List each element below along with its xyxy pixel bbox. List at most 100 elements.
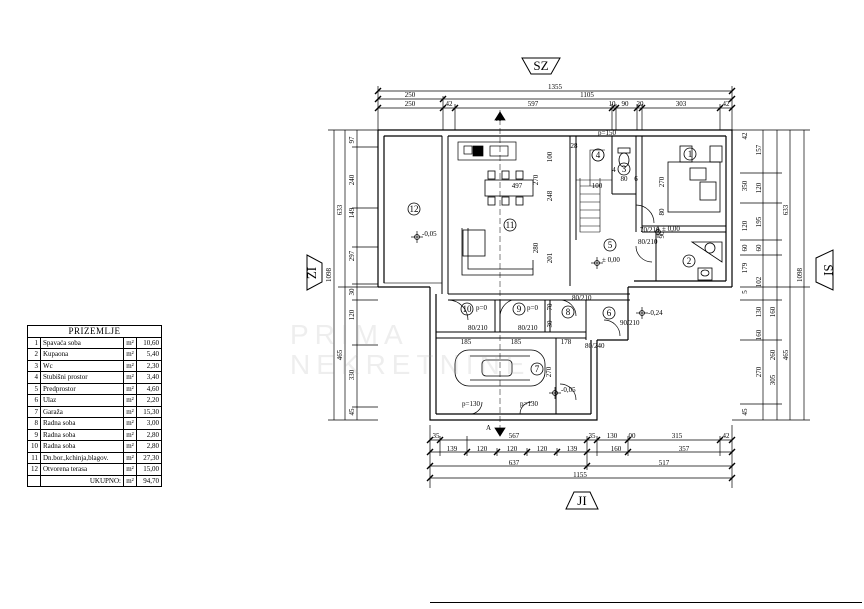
door-label: p=0 <box>476 304 487 312</box>
dim-label: 120 <box>537 445 548 453</box>
table-cell: m² <box>123 405 137 418</box>
dim-label: 30 <box>348 288 356 296</box>
table-cell: m² <box>123 417 137 430</box>
dim-label: 240 <box>348 174 356 185</box>
level-label: -0,05 <box>422 230 437 238</box>
table-cell: 2,80 <box>136 428 162 441</box>
interior-dim-labels: 497 270 248 201 280 100 28 100 270 185 1… <box>461 129 666 408</box>
table-cell: 3,40 <box>136 371 162 384</box>
door-label: 80/210 <box>468 324 488 332</box>
legend-title: PRIZEMLJE <box>27 325 162 338</box>
dim-label: 139 <box>567 445 578 453</box>
room-markers <box>407 147 697 376</box>
dim-label: 633 <box>782 204 790 215</box>
dim-label: 185 <box>511 338 522 346</box>
table-cell: Radna soba <box>40 428 124 441</box>
room-number: 7 <box>535 364 540 374</box>
table-cell: 3,00 <box>136 417 162 430</box>
table-cell: Ulaz <box>40 394 124 407</box>
top-dim-labels: 1355 250 1105 250 42 597 10 90 20 303 42 <box>405 83 730 108</box>
room-number: 12 <box>410 204 419 214</box>
table-cell: m² <box>123 394 137 407</box>
level-labels: -0,05 ± 0,00 ± 0,00 -0,24 -0,05 <box>422 225 680 394</box>
room-number: 6 <box>607 308 612 318</box>
table-cell: m² <box>123 440 137 453</box>
table-cell: m² <box>123 451 137 464</box>
dim-label: 100 <box>592 182 603 190</box>
dim-label: 139 <box>447 445 458 453</box>
door-label: 90/210 <box>620 319 640 327</box>
level-label: -0,24 <box>648 309 663 317</box>
table-cell: 5,40 <box>136 348 162 361</box>
dim-label: 120 <box>348 309 356 320</box>
south-label: JI <box>577 493 586 508</box>
dim-label: 305 <box>769 374 777 385</box>
dim-label: 120 <box>477 445 488 453</box>
room-number: 3 <box>622 164 627 174</box>
room-number: 8 <box>566 307 571 317</box>
left-dim-labels: 1098 633 465 97 240 149 297 30 120 330 4… <box>325 136 356 416</box>
dim-label: 80 <box>658 208 666 216</box>
door-label: 70/210 <box>640 226 660 234</box>
dim-label: 270 <box>545 366 553 377</box>
table-cell: Otvorena terasa <box>40 463 124 476</box>
watermark-line: NEKRETNINE <box>290 349 531 380</box>
table-cell: 9 <box>27 428 41 441</box>
dim-label: 597 <box>528 100 539 108</box>
table-cell: m² <box>123 474 137 487</box>
dim-label: 637 <box>509 459 520 467</box>
dim-label: 42 <box>723 432 731 440</box>
dim-label: 35 <box>589 432 597 440</box>
table-cell: 6 <box>27 394 41 407</box>
dim-label: 4 <box>612 166 616 174</box>
terrace-area <box>383 135 443 284</box>
dim-label: 160 <box>611 445 622 453</box>
dim-label: 248 <box>546 190 554 201</box>
total-label: UKUPNO: <box>40 474 124 487</box>
table-cell: m² <box>123 428 137 441</box>
dim-label: 160 <box>755 329 763 340</box>
section-mark-top: A <box>496 115 501 123</box>
dim-label: 60 <box>741 244 749 252</box>
watermark-line: PRIMA <box>290 319 409 350</box>
dim-label: 297 <box>348 250 356 261</box>
dim-label: 70 <box>546 303 554 311</box>
table-cell: Wc <box>40 359 124 372</box>
door-label: p=130 <box>462 400 480 408</box>
table-cell <box>27 474 41 487</box>
top-dimensions <box>374 86 736 130</box>
dim-label: 280 <box>532 242 540 253</box>
table-cell: 3 <box>27 359 41 372</box>
dim-label: 1098 <box>796 268 804 283</box>
dim-label: 10 <box>609 100 617 108</box>
dim-label: 1098 <box>325 268 333 283</box>
dim-label: 120 <box>741 220 749 231</box>
dim-label: 497 <box>512 182 523 190</box>
east-marker <box>815 249 834 291</box>
table-cell: Kupaona <box>40 348 124 361</box>
room-number: 1 <box>688 149 693 159</box>
table-cell: m² <box>123 371 137 384</box>
right-dimensions <box>732 129 810 421</box>
table-cell: 5 <box>27 382 41 395</box>
dim-label: 350 <box>741 180 749 191</box>
dim-label: 6 <box>634 175 638 183</box>
dim-label: 120 <box>755 182 763 193</box>
dim-label: 5 <box>741 290 749 294</box>
table-cell: Stubišni prostor <box>40 371 124 384</box>
dim-label: 130 <box>607 432 618 440</box>
bottom-dimensions <box>426 425 736 488</box>
dim-label: 1105 <box>580 91 594 99</box>
table-cell: 27,30 <box>136 451 162 464</box>
dim-label: 633 <box>336 204 344 215</box>
